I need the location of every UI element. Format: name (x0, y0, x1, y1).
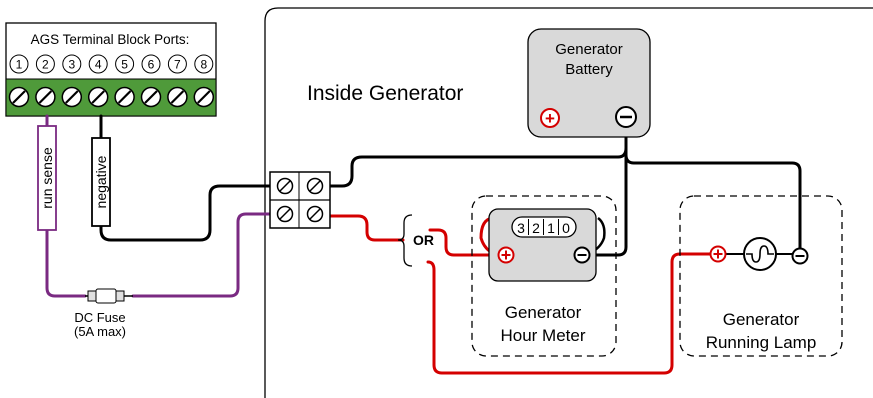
svg-text:1: 1 (16, 58, 23, 72)
meter-negative-icon (573, 246, 591, 264)
svg-text:5: 5 (121, 58, 128, 72)
fuse-label-line1: DC Fuse (74, 310, 125, 325)
battery-positive-icon: + (540, 108, 560, 128)
port-number-row: 1 2 3 4 5 6 7 8 (9, 54, 214, 74)
terminal-screw-icon (140, 86, 162, 108)
hour-meter-digit: 3 (517, 220, 525, 236)
fuse-to-junction-wire (131, 212, 272, 298)
red-wire-main (326, 214, 405, 242)
terminal-screw-icon (114, 86, 135, 108)
run-sense-label: run sense (39, 147, 55, 209)
svg-text:3: 3 (68, 58, 75, 72)
fuse-label-line2: (5A max) (74, 324, 126, 339)
dc-fuse-icon (85, 288, 133, 304)
or-label: OR (413, 232, 434, 248)
lamp-label-line1: Generator (723, 310, 800, 329)
lamp-label-line2: Running Lamp (706, 333, 817, 352)
hour-meter-dashed-box (471, 195, 617, 357)
hour-meter-digit: 0 (562, 220, 570, 236)
terminal-screw-icon (8, 86, 30, 108)
terminal-screw-icon (87, 86, 109, 108)
svg-text:2: 2 (42, 58, 49, 72)
terminal-screw-icon (61, 86, 83, 108)
battery-label-line2: Battery (565, 61, 613, 78)
negative-label: negative (93, 155, 109, 208)
purple-wires (45, 114, 272, 298)
run-sense-wire (45, 114, 87, 298)
svg-text:4: 4 (95, 58, 102, 72)
battery-to-meter-wire (583, 126, 628, 257)
junction-screw-icon (276, 177, 294, 195)
run-sense-tag: run sense (37, 125, 57, 231)
generator-battery: Generator Battery + (527, 28, 651, 138)
hour-meter-digit: 1 (547, 220, 555, 236)
red-wire-to-lamp (426, 252, 717, 375)
port-number-6: 6 (141, 54, 161, 74)
battery-negative-icon (615, 106, 637, 128)
junction-screw-icon (306, 205, 324, 223)
svg-text:8: 8 (200, 58, 207, 72)
red-wire-to-meter (428, 228, 505, 257)
port-number-7: 7 (167, 54, 187, 74)
meter-positive-icon (497, 246, 515, 264)
black-wires (99, 114, 802, 258)
running-lamp (709, 237, 809, 271)
negative-tag: negative (91, 137, 111, 227)
or-brace (397, 214, 413, 267)
port-number-1: 1 (9, 54, 29, 74)
negative-wire (99, 114, 272, 242)
hour-meter-label-line2: Hour Meter (500, 326, 585, 345)
red-wires (326, 214, 717, 375)
junction-block (269, 171, 331, 229)
lamp-bulb-icon (743, 237, 777, 271)
svg-text:6: 6 (148, 58, 155, 72)
negative-to-battery-wire (328, 126, 628, 188)
generator-boundary (264, 7, 873, 398)
lamp-dashed-box (679, 195, 843, 357)
hour-meter-digit: 2 (532, 220, 540, 236)
svg-text:7: 7 (174, 58, 181, 72)
battery-to-lamp-wire (624, 126, 802, 258)
terminal-screw-row (8, 86, 215, 108)
lamp-positive-icon (709, 245, 727, 263)
port-number-4: 4 (88, 54, 108, 74)
battery-label-line1: Generator (555, 41, 623, 58)
inside-generator-label: Inside Generator (307, 82, 463, 105)
port-number-5: 5 (115, 54, 135, 74)
terminal-screw-icon (35, 86, 56, 108)
terminal-screw-icon (167, 86, 188, 108)
port-number-8: 8 (194, 54, 214, 74)
junction-screw-icon (276, 205, 294, 223)
lamp-negative-icon (791, 247, 809, 265)
svg-text:+: + (545, 109, 555, 128)
port-number-3: 3 (62, 54, 82, 74)
hour-meter-label-line1: Generator (505, 303, 582, 322)
terminal-block-title: AGS Terminal Block Ports: (31, 32, 190, 47)
terminal-screw-icon (193, 86, 215, 108)
ags-terminal-block: AGS Terminal Block Ports: 1 2 3 4 5 6 7 8 (5, 22, 217, 117)
junction-screw-icon (306, 177, 324, 195)
port-number-2: 2 (35, 54, 55, 74)
